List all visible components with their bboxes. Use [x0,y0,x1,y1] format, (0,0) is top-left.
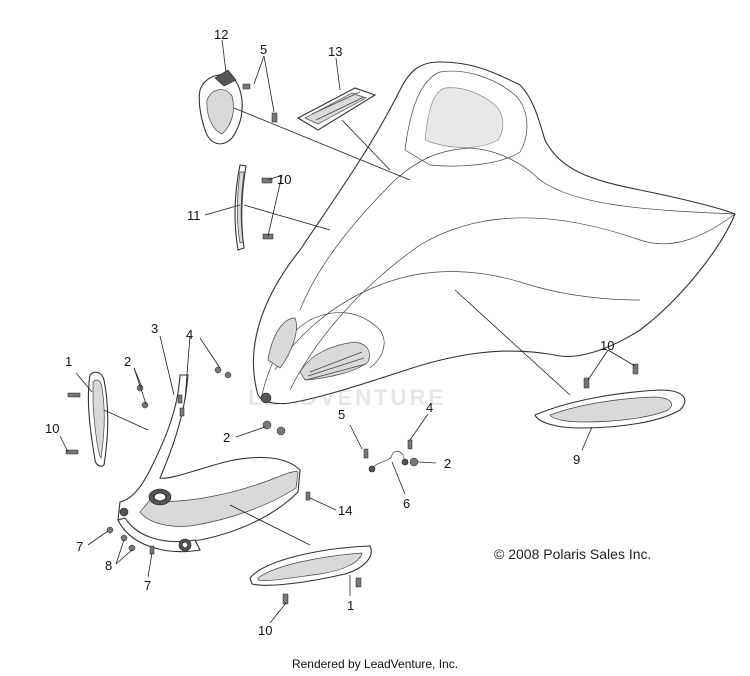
headlight-opening [267,317,297,369]
copyright-notice: © 2008 Polaris Sales Inc. [494,546,652,562]
callout-12: 12 [214,27,228,42]
callout-4-right: 4 [426,400,433,415]
leader-lines [59,39,636,624]
callout-5-top: 5 [260,42,267,57]
callout-10-bottom: 10 [258,623,272,638]
hood-side-contour [289,213,736,391]
callout-2-upper: 2 [124,354,131,369]
callout-2-middle: 2 [223,430,230,445]
callout-14: 14 [338,503,352,518]
callout-10-left: 10 [45,421,59,436]
callout-3: 3 [151,321,158,336]
callout-5-middle: 5 [338,407,345,422]
part-12-mirror-housing [198,69,243,145]
callout-1-bottom: 1 [347,598,354,613]
part-1-left-grille [87,371,109,467]
render-credit-footer: Rendered by LeadVenture, Inc. [291,657,459,671]
part-3-bumper [117,374,301,553]
part-6-harness [368,451,409,473]
callout-4-left: 4 [186,327,193,342]
windshield-vent [424,87,504,148]
grille-slats [305,351,367,381]
hood-lower-contour [274,271,641,371]
callout-6: 6 [403,496,410,511]
hood-upper-contour [299,147,736,311]
callout-7-left: 7 [76,539,83,554]
front-intake-grille [299,341,370,381]
hood-assembly [252,61,736,405]
callout-13: 13 [328,44,342,59]
part-13-vent-cover [296,87,377,131]
callout-2-right: 2 [444,456,451,471]
hood-front-mount [260,392,272,404]
callout-9: 9 [573,452,580,467]
windshield-frame [404,70,528,167]
callout-10-right: 10 [600,338,614,353]
part-11-side-trim [234,164,247,251]
part-9-right-grille [534,389,686,429]
hood-shell [252,61,736,405]
callout-8: 8 [105,558,112,573]
callout-1-left: 1 [65,354,72,369]
fasteners [65,83,639,605]
callout-11: 11 [187,208,201,223]
part-1-lower-grille [249,545,372,586]
callout-10-upper: 10 [277,172,291,187]
callout-7-bottom: 7 [144,578,151,593]
callout-labels: 12 5 13 10 11 3 4 1 2 10 2 5 4 2 6 14 7 … [45,27,614,638]
